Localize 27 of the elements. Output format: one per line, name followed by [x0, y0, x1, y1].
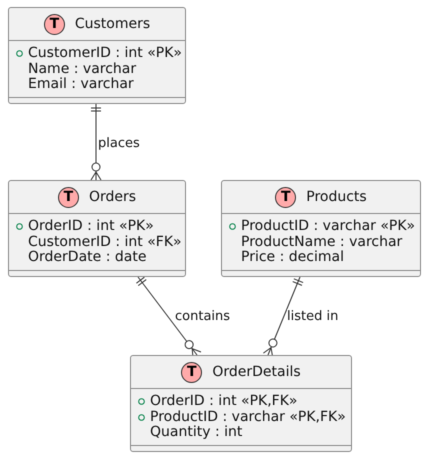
- entity-table: [8, 7, 186, 104]
- entity-spot: T: [58, 186, 79, 208]
- column-definition: OrderID : int «PK»: [28, 219, 154, 234]
- entity-table: [8, 180, 186, 277]
- relationship-line: [90, 104, 102, 180]
- column-definition: ProductID : varchar «PK»: [241, 219, 416, 234]
- column-definition: Email : varchar: [28, 77, 134, 92]
- edge-label: places: [98, 136, 140, 151]
- entity-table: [130, 355, 352, 452]
- entity-spot: T: [275, 186, 296, 208]
- column-definition: ProductName : varchar: [241, 234, 402, 250]
- column-definition: OrderID : int «PK,FK»: [150, 394, 298, 410]
- table-name: Orders: [88, 188, 136, 206]
- column-definition: CustomerID : int «FK»: [28, 234, 182, 250]
- relationship-line: [262, 276, 304, 358]
- entity-spot: T: [181, 362, 202, 382]
- column-definition: Price : decimal: [241, 250, 344, 266]
- entity-spot: T: [44, 14, 65, 34]
- table-name: Customers: [74, 16, 150, 32]
- table-name: Products: [306, 188, 367, 206]
- entity-table: [221, 180, 421, 277]
- column-definition: CustomerID : int «PK»: [28, 46, 182, 62]
- column-definition: OrderDate : date: [28, 250, 146, 266]
- column-definition: Quantity : int: [150, 425, 242, 440]
- column-definition: Name : varchar: [28, 62, 136, 77]
- column-definition: ProductID : varchar «PK,FK»: [150, 410, 346, 425]
- table-name: OrderDetails: [212, 364, 301, 380]
